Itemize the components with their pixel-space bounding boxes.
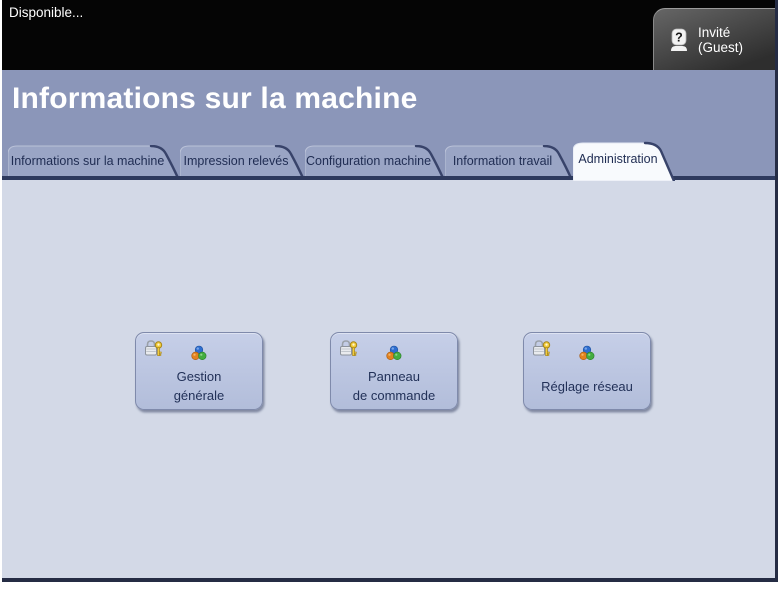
tab-label: Administration [578,152,658,166]
guest-button-label: Invité (Guest) [698,24,744,55]
page-title: Informations sur la machine [12,82,418,115]
svg-text:?: ? [675,30,683,44]
top-banner: Disponible... ? Invité (Guest) [2,0,775,70]
tab-separator-line [2,176,775,180]
lock-key-icon [338,338,358,363]
tab-label: Configuration machine [305,153,432,168]
button-reglage-reseau[interactable]: Réglage réseau [523,332,651,410]
color-balls-icon [191,345,207,366]
lock-key-icon [143,338,163,363]
content-area: Gestion générale [2,180,775,578]
tab-administration[interactable]: Administration [573,141,675,181]
tab-label: Information travail [452,153,553,168]
button-label: Réglage réseau [541,378,633,394]
tab-label: Impression relevés [183,153,289,168]
guest-login-button[interactable]: ? Invité (Guest) [653,8,775,70]
tab-information-travail[interactable]: Information travail [445,145,572,178]
color-balls-icon [579,345,595,366]
tab-label: Informations sur la machine [10,153,165,168]
button-panneau-de-commande[interactable]: Panneau de commande [330,332,458,410]
tab-configuration-machine[interactable]: Configuration machine [305,145,444,178]
tab-informations-machine[interactable]: Informations sur la machine [8,145,179,178]
button-label: Gestion générale [173,369,225,403]
status-text: Disponible... [9,5,84,20]
tab-impression-releves[interactable]: Impression relevés [180,145,304,178]
button-gestion-generale[interactable]: Gestion générale [135,332,263,410]
lock-key-icon [531,338,551,363]
color-balls-icon [386,345,402,366]
button-label: Panneau de commande [352,369,436,403]
question-badge-icon: ? [668,28,690,52]
